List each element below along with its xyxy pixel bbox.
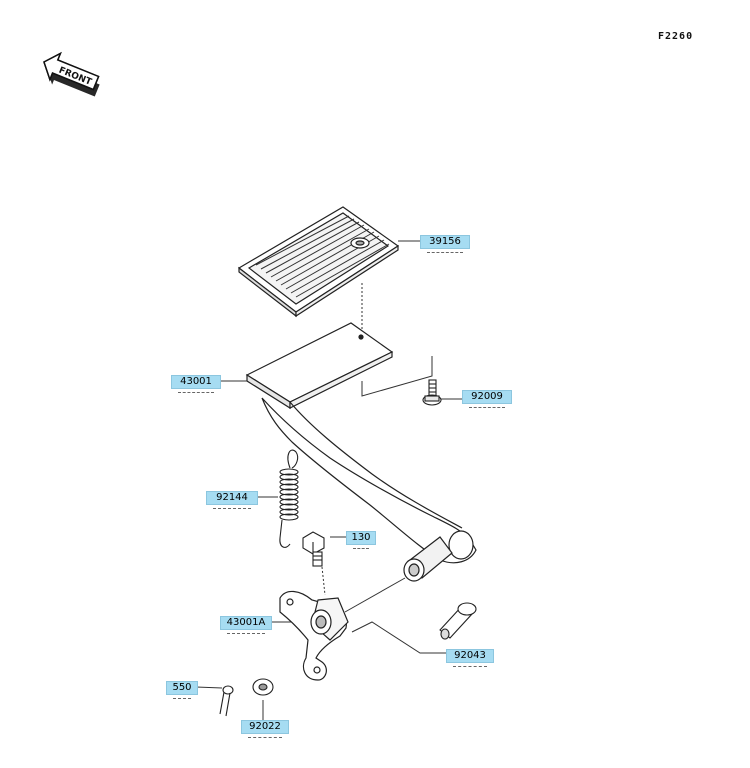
part-label-39156[interactable]: 39156 xyxy=(420,235,470,253)
cotter-pin-550-diagram xyxy=(219,685,234,717)
brake-pedal-diagram xyxy=(245,322,477,582)
pin-92043-diagram xyxy=(439,602,477,640)
part-label-43001[interactable]: 43001 xyxy=(171,375,221,393)
part-label-92009[interactable]: 92009 xyxy=(462,390,512,408)
part-label-43001A[interactable]: 43001A xyxy=(220,616,272,634)
washer-92022-diagram xyxy=(252,678,274,696)
part-label-550[interactable]: 550 xyxy=(166,681,198,699)
part-label-92022[interactable]: 92022 xyxy=(241,720,289,738)
pedal-pad-diagram xyxy=(237,206,400,318)
hex-bolt-130-diagram xyxy=(302,531,325,567)
leader-lines xyxy=(195,240,462,722)
figure-code: F2260 xyxy=(658,31,694,42)
part-label-92144[interactable]: 92144 xyxy=(206,491,258,509)
part-label-130[interactable]: 130 xyxy=(346,531,376,549)
front-arrow-icon: FRONT xyxy=(43,51,100,97)
return-spring-diagram xyxy=(279,449,299,548)
bolt-92009-diagram xyxy=(422,379,442,406)
pedal-lever-43001A-diagram xyxy=(279,590,349,681)
part-label-92043[interactable]: 92043 xyxy=(446,649,494,667)
